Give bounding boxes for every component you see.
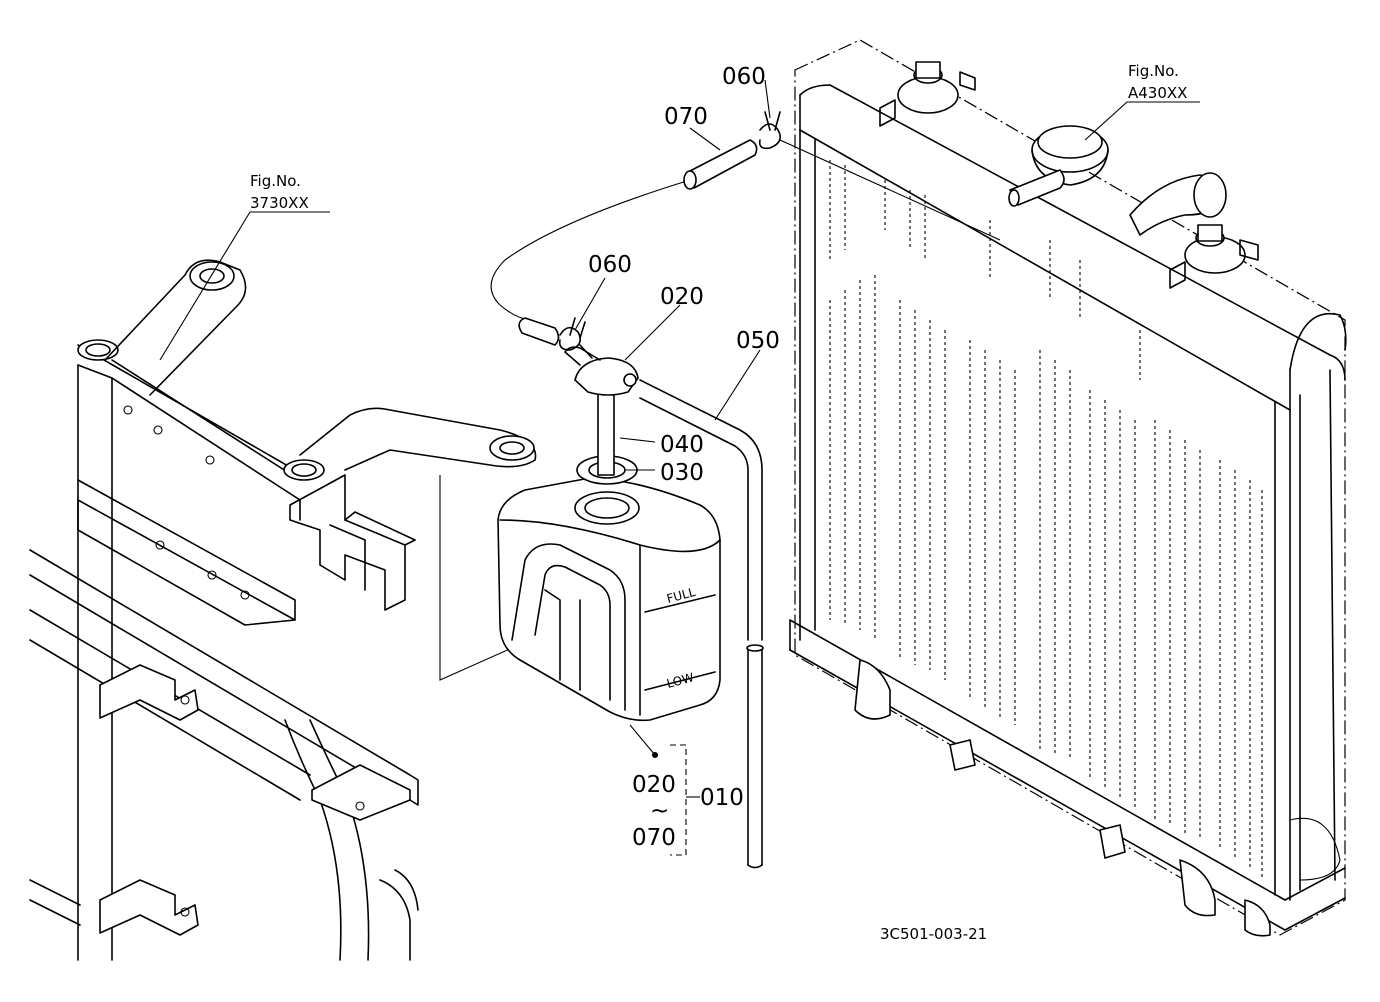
callout-040[interactable]: 040	[660, 432, 704, 458]
low-mark: LOW	[665, 670, 695, 691]
reserve-tank: FULL LOW	[497, 346, 721, 722]
callout-060-top[interactable]: 060	[722, 64, 766, 90]
core-fins	[829, 160, 1263, 880]
range-from[interactable]: 020	[632, 772, 676, 798]
callout-060-mid[interactable]: 060	[588, 252, 632, 278]
ref-left-number[interactable]: 3730XX	[250, 194, 309, 212]
ref-right-label: Fig.No.	[1128, 62, 1179, 80]
assembly-bracket	[652, 744, 700, 856]
frame-assembly	[29, 259, 537, 961]
callout-070[interactable]: 070	[664, 104, 708, 130]
overflow-hose	[639, 379, 764, 869]
drawing-code: 3C501-003-21	[880, 925, 987, 943]
ref-left-label: Fig.No.	[250, 172, 301, 190]
callout-050[interactable]: 050	[736, 328, 780, 354]
callout-020-top[interactable]: 020	[660, 284, 704, 310]
radiator	[789, 39, 1347, 937]
callout-030[interactable]: 030	[660, 460, 704, 486]
callout-010[interactable]: 010	[700, 785, 744, 811]
range-tilde: ~	[650, 798, 669, 824]
ref-right-number[interactable]: A430XX	[1128, 84, 1187, 102]
range-to[interactable]: 070	[632, 825, 676, 851]
hose-and-clips	[490, 111, 1001, 359]
